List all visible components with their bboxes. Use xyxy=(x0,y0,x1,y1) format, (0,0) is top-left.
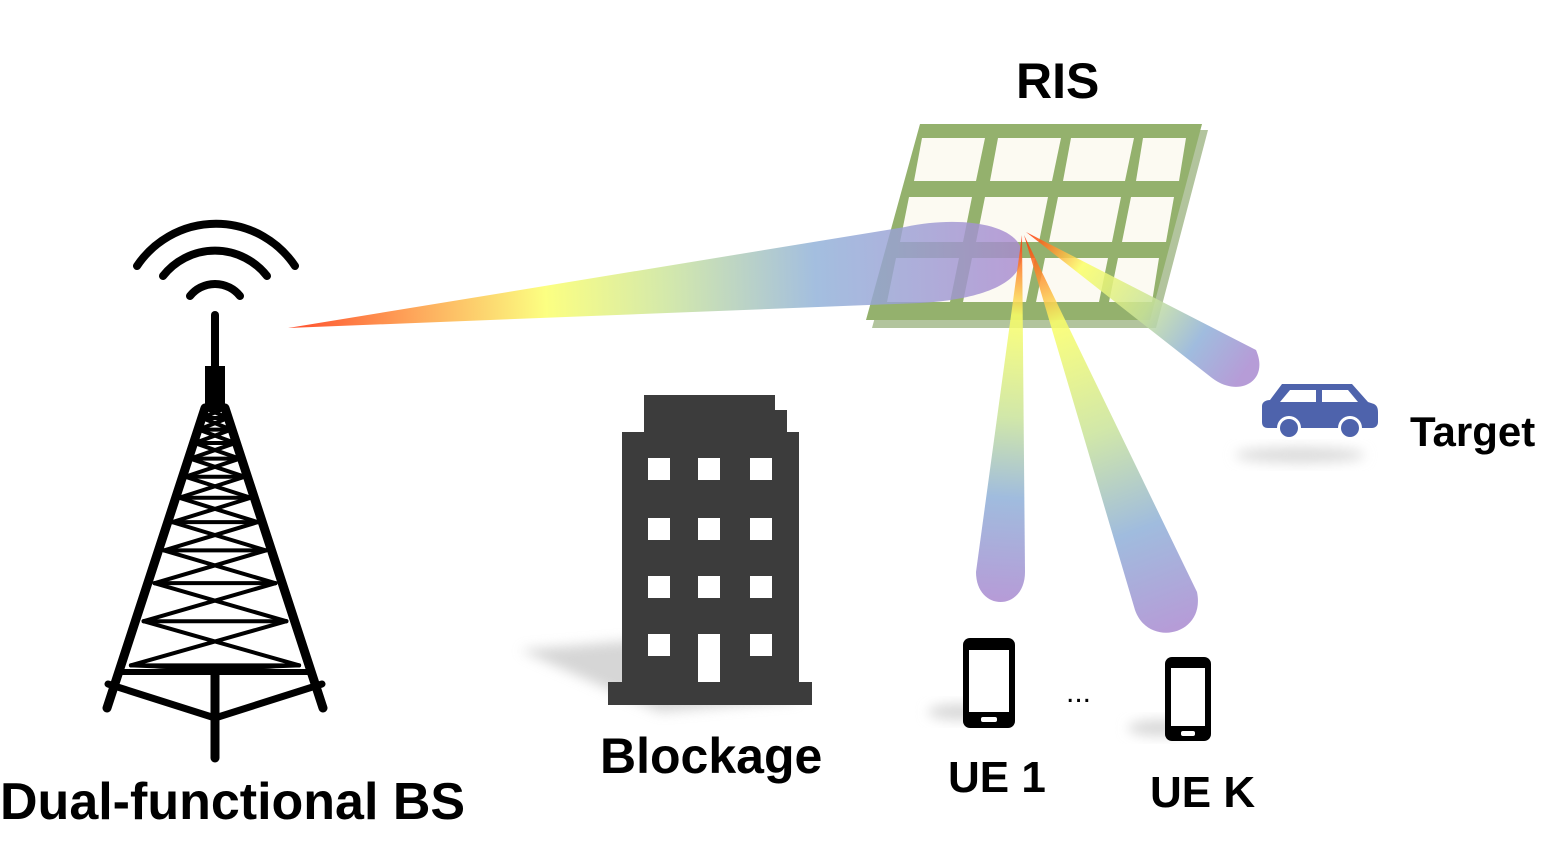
target-label: Target xyxy=(1410,408,1536,455)
ris-label: RIS xyxy=(1016,53,1100,109)
tower-lattice xyxy=(127,406,303,674)
phone-icon xyxy=(1165,657,1211,741)
car-icon xyxy=(1262,384,1378,440)
phone-icon xyxy=(963,638,1015,728)
building-windows xyxy=(648,458,772,682)
beams xyxy=(288,221,1260,633)
tower-icon xyxy=(102,219,328,763)
building-icon xyxy=(608,395,812,705)
blockage-label: Blockage xyxy=(600,728,823,784)
ris-to-target-beam xyxy=(1026,232,1260,387)
car-shadow xyxy=(1235,447,1365,463)
ris-to-uek-beam xyxy=(1024,235,1198,633)
base-station-label: Dual-functional BS xyxy=(0,773,466,831)
ue-ellipsis: ... xyxy=(1066,676,1092,709)
uek-label: UE K xyxy=(1150,768,1256,817)
signal-waves-icon xyxy=(133,219,299,300)
ue1-label: UE 1 xyxy=(948,753,1046,802)
ris-to-ue1-beam xyxy=(976,235,1025,602)
bs-to-ris-beam xyxy=(288,221,1022,328)
